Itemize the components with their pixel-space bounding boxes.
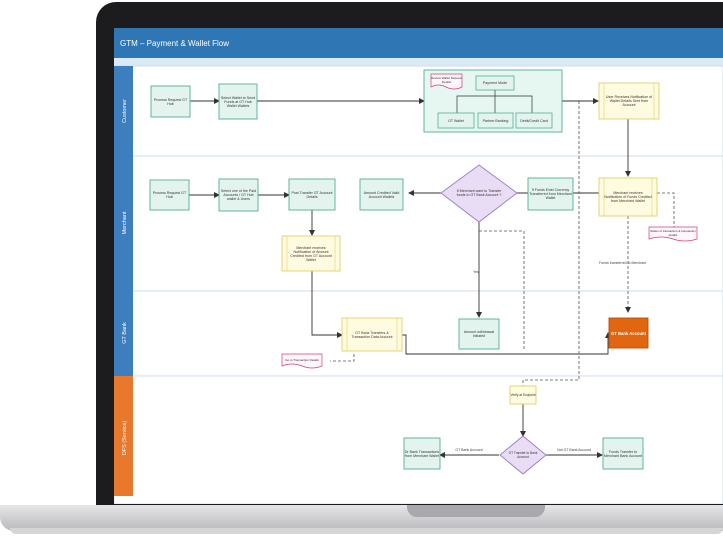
decision-gt-transfer: GT Transfer to Bank Account	[499, 435, 547, 475]
lane-header-customer	[114, 66, 133, 156]
laptop-base	[0, 505, 723, 531]
node-text: If Merchant want to Transfer funds to GT…	[456, 189, 502, 197]
node-text: Merchant receives Notification of Amount…	[290, 245, 332, 262]
note-transaction-status: Status of transaction & transaction deta…	[648, 226, 698, 242]
lane-label-dfs: DFS (Service)	[122, 421, 128, 456]
node-verify-endpoint: Verify at Endpoint	[509, 385, 537, 405]
node-select-wallet-customer: Select Wallet to Send Funds at GT Hub Wa…	[218, 83, 258, 120]
note-transaction-details: Go to Transaction Details	[281, 353, 323, 369]
yes-label: Yes	[473, 270, 479, 274]
node-select-paid-accounts: Select one of the Paid Accounts / GT Hub…	[218, 178, 259, 212]
app-title: GTM – Payment & Wallet Flow	[120, 38, 230, 48]
node-merchant-notification: Merchant receives Notification of Funds …	[598, 177, 658, 217]
node-amount-credited: Amount Credited Valid Account Wallets	[359, 178, 404, 211]
node-text: Process Request GT Hub	[153, 97, 188, 106]
app-title-bar: GTM – Payment & Wallet Flow	[114, 28, 723, 58]
node-text: Amount withdrawal initiated	[463, 330, 495, 338]
node-text: Status of transaction & transaction deta…	[650, 229, 696, 237]
node-text: GT Bank Account	[611, 330, 646, 336]
laptop-notch	[407, 505, 545, 517]
node-text: Review Wallet Request Details	[431, 76, 462, 84]
node-text: Post Transfer GT Account Details	[291, 190, 333, 199]
toolbar-strip	[114, 58, 723, 66]
node-withdrawal-initiated: Amount withdrawal initiated	[458, 318, 500, 350]
laptop-base-shadow	[10, 528, 723, 534]
node-post-transfer: Post Transfer GT Account Details	[288, 178, 336, 211]
node-text: Go to Transaction Details	[285, 358, 319, 362]
node-funds-transfer-merchant: Funds Transfer to Merchant Bank Account	[602, 437, 644, 470]
screen: GTM – Payment & Wallet Flow Customer Mer…	[114, 28, 723, 504]
node-text: User Receives Notification of Wallet Det…	[605, 95, 653, 107]
payment-mode-group: Review Wallet Request Details Payment Mo…	[423, 69, 563, 133]
node-funds-transferred: If Funds Exist Currency Transferred from…	[527, 177, 574, 211]
lane-header-gt-bank	[114, 291, 133, 376]
lane-label-merchant: Merchant	[122, 211, 128, 234]
lane-header-dfs	[114, 376, 133, 496]
node-text: Funds Transfer to Merchant Bank Account	[604, 449, 642, 458]
node-text: Select one of the Paid Accounts / GT Hub…	[220, 189, 257, 201]
lane-row-merchant	[114, 155, 723, 292]
label-funds-transferred: Funds transferred to Merchant	[599, 261, 646, 265]
node-dr-bank-transactions: Dr Bank Transactions from Merchant Walle…	[403, 437, 441, 470]
node-merchant-credited: Merchant receives Notification of Amount…	[281, 235, 341, 272]
node-process-request-merchant: Process Request GT Hub	[149, 179, 190, 211]
node-text: Process Request GT Hub	[152, 191, 187, 199]
lane-label-gt-bank: GT Bank	[122, 322, 128, 344]
node-user-notification: User Receives Notification of Wallet Det…	[598, 82, 660, 120]
node-gt-bank-account: GT Bank Account	[608, 317, 649, 349]
node-text: Dr Bank Transactions from Merchant Walle…	[404, 449, 440, 458]
lane-label-customer: Customer	[122, 99, 128, 123]
flow-diagram: Customer Merchant GT Bank DFS (Service)	[114, 65, 723, 504]
edge-label-not-gt-bank: Not GT Bank Account	[557, 448, 591, 452]
node-gt-bank-transfers: GT Bank Transfers & Transaction Data Acc…	[341, 317, 403, 352]
node-text: Partner Banking	[482, 118, 509, 123]
decision-transfer-to-bank: If Merchant want to Transfer funds to GT…	[440, 164, 518, 223]
node-text: Select Wallet to Send Funds at GT Hub Wa…	[220, 95, 256, 108]
node-text: Verify at Endpoint	[510, 393, 536, 397]
node-text: GT Transfer to Bank Account	[508, 451, 538, 459]
node-text: Merchant receives Notification of Funds …	[604, 191, 652, 203]
node-text: Debit/Credit Card	[520, 118, 548, 123]
node-text: Amount Credited Valid Account Wallets	[363, 190, 400, 199]
edge-label-gt-bank: GT Bank Account	[455, 448, 482, 452]
node-text: If Funds Exist Currency Transferred from…	[529, 188, 572, 200]
lane-header-merchant	[114, 156, 133, 291]
node-text: GT Wallet	[448, 118, 464, 123]
node-process-request-customer: Process Request GT Hub	[150, 85, 191, 118]
node-text: Payment Mode	[482, 81, 508, 85]
node-text: GT Bank Transfers & Transaction Data Acc…	[351, 330, 393, 339]
